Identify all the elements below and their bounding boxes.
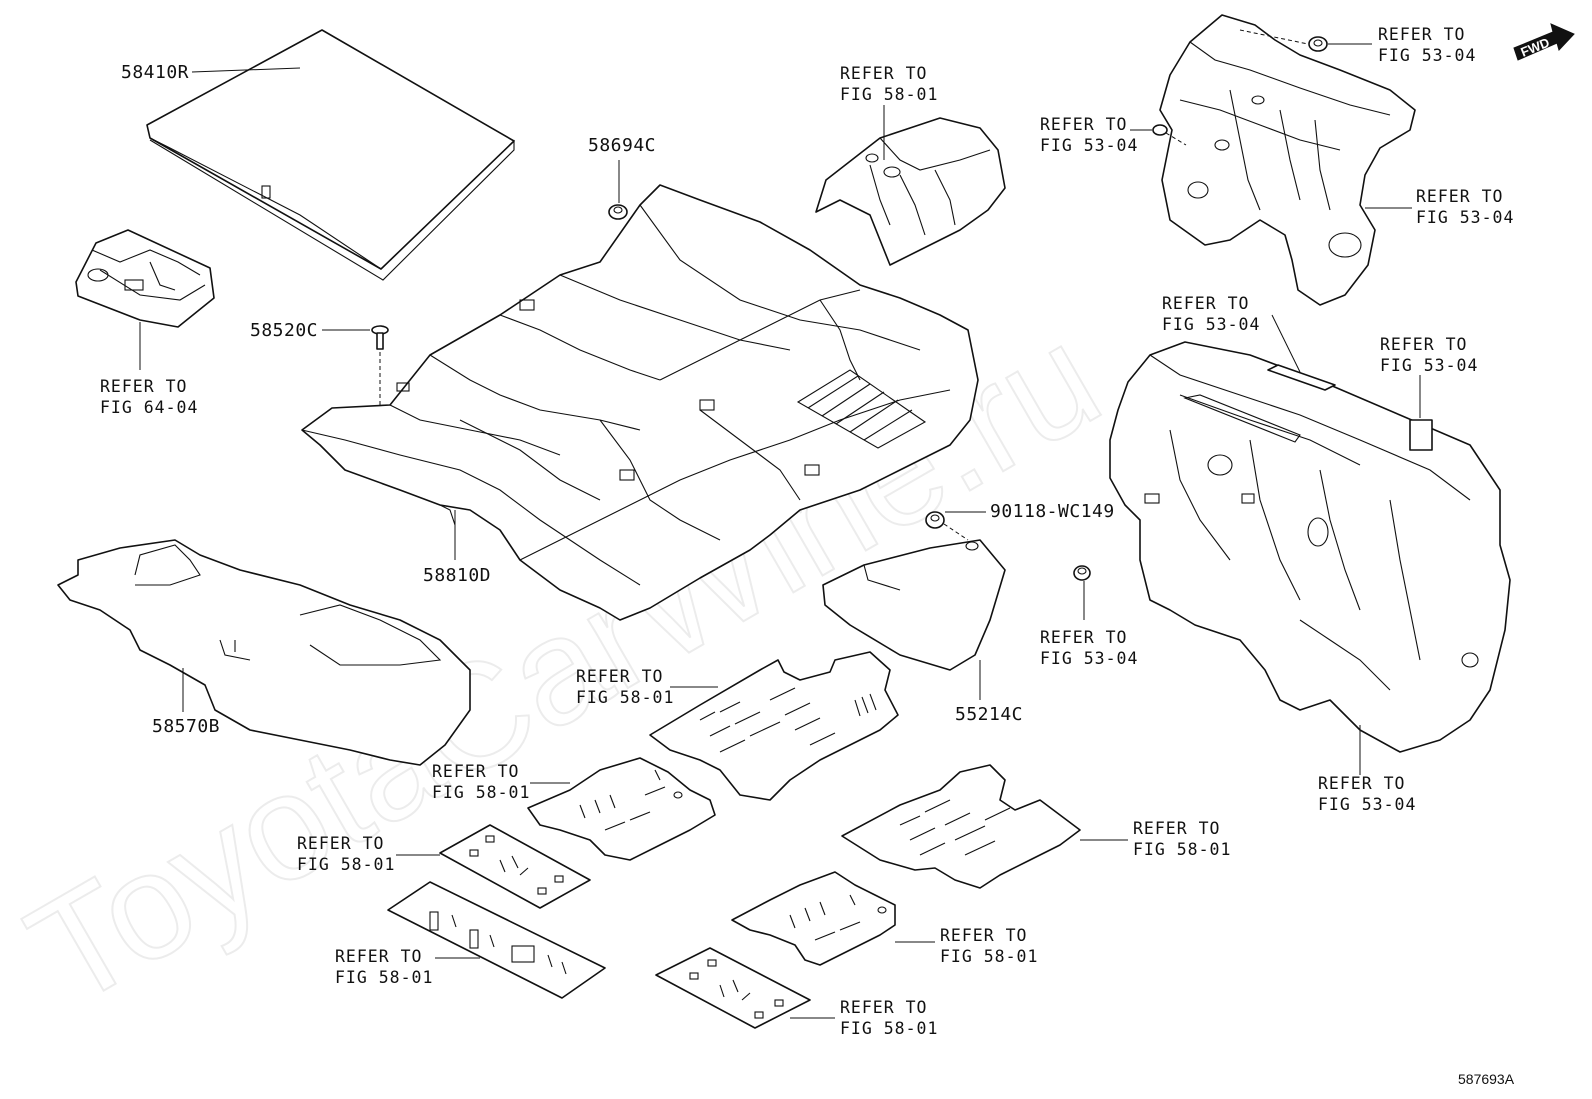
ref-top-right-3-line1: REFER TO [1416,187,1503,206]
ref-mat-6-line2: FIG 58-01 [940,947,1038,966]
fwd-label: FWD [1519,35,1552,60]
pn-grommet: 90118-WC149 [990,501,1115,522]
ref-top-right-2-line1: REFER TO [1040,115,1127,134]
dash-upper-panel-part[interactable] [1159,14,1416,306]
ref-mat-5-line2: FIG 58-01 [1133,840,1231,859]
ref-upper-center-line1: REFER TO [840,64,927,83]
tonneau-board-part[interactable] [146,29,515,281]
fwd-arrow-icon: FWD [1513,23,1575,61]
floor-carpet-part[interactable] [301,184,979,621]
ref-mat-5-line1: REFER TO [1133,819,1220,838]
ref-tray-line1: REFER TO [100,377,187,396]
dash-label-part[interactable] [1409,419,1433,451]
dash-panel-part[interactable] [1109,341,1511,753]
ref-dash-top-line2: FIG 53-04 [1162,315,1260,334]
leader-tonneau [191,67,301,73]
floor-mat-1-part[interactable] [649,651,899,801]
ref-dash-bottom-line2: FIG 53-04 [1318,795,1416,814]
floor-mat-5-part[interactable] [841,764,1081,889]
ref-mat-3-line1: REFER TO [297,834,384,853]
ref-plug-line1: REFER TO [1040,628,1127,647]
ref-mat-3-line2: FIG 58-01 [297,855,395,874]
ref-plug-line2: FIG 53-04 [1040,649,1138,668]
ref-mat-7-line1: REFER TO [840,998,927,1017]
ref-top-right-3-line2: FIG 53-04 [1416,208,1514,227]
pn-insulator-pad: 55214C [955,704,1023,725]
ref-dash-right-line1: REFER TO [1380,335,1467,354]
ref-upper-center-line2: FIG 58-01 [840,85,938,104]
floor-mat-6-part[interactable] [731,871,896,966]
floor-mat-4-part[interactable] [387,881,606,999]
floor-silencer-part[interactable] [57,539,471,766]
floor-mat-2-part[interactable] [527,757,716,861]
luggage-tray-part[interactable] [75,229,215,328]
clip-58694c-part[interactable] [608,204,628,220]
ref-mat-1-line2: FIG 58-01 [576,688,674,707]
pn-clip-58520c: 58520C [250,320,318,341]
grommet-part[interactable] [925,511,969,541]
insulator-pad-part[interactable] [822,539,1006,671]
ref-mat-1-line1: REFER TO [576,667,663,686]
diagram-id: 587693A [1458,1071,1515,1087]
pn-tonneau-board: 58410R [121,62,189,83]
dash-guide-1 [1239,29,1309,45]
ref-top-right-2-line2: FIG 53-04 [1040,136,1138,155]
ref-top-right-1-line2: FIG 53-04 [1378,46,1476,65]
pn-floor-carpet: 58810D [423,565,491,586]
ref-tray-line2: FIG 64-04 [100,398,198,417]
ref-top-right-1-line1: REFER TO [1378,25,1465,44]
floor-mat-7-part[interactable] [655,947,811,1029]
dash-tape-part[interactable] [1267,364,1336,391]
ref-dash-bottom-line1: REFER TO [1318,774,1405,793]
leader-dash-top [1271,314,1301,373]
plug-part[interactable] [1073,565,1091,581]
ref-mat-6-line1: REFER TO [940,926,1027,945]
upper-center-panel-part[interactable] [815,117,1006,266]
ref-mat-7-line2: FIG 58-01 [840,1019,938,1038]
ref-mat-2-line1: REFER TO [432,762,519,781]
ref-mat-2-line2: FIG 58-01 [432,783,530,802]
ref-dash-right-line2: FIG 53-04 [1380,356,1478,375]
bolt-top-right-part[interactable] [1152,124,1187,146]
ref-dash-top-line1: REFER TO [1162,294,1249,313]
clip-58520c-part[interactable] [371,325,389,433]
ref-mat-4-line2: FIG 58-01 [335,968,433,987]
plug-top-right-part[interactable] [1308,36,1328,52]
pn-clip-58694c: 58694C [588,135,656,156]
floor-mat-3-part[interactable] [439,824,591,909]
ref-mat-4-line1: REFER TO [335,947,422,966]
pn-floor-silencer: 58570B [152,716,220,737]
